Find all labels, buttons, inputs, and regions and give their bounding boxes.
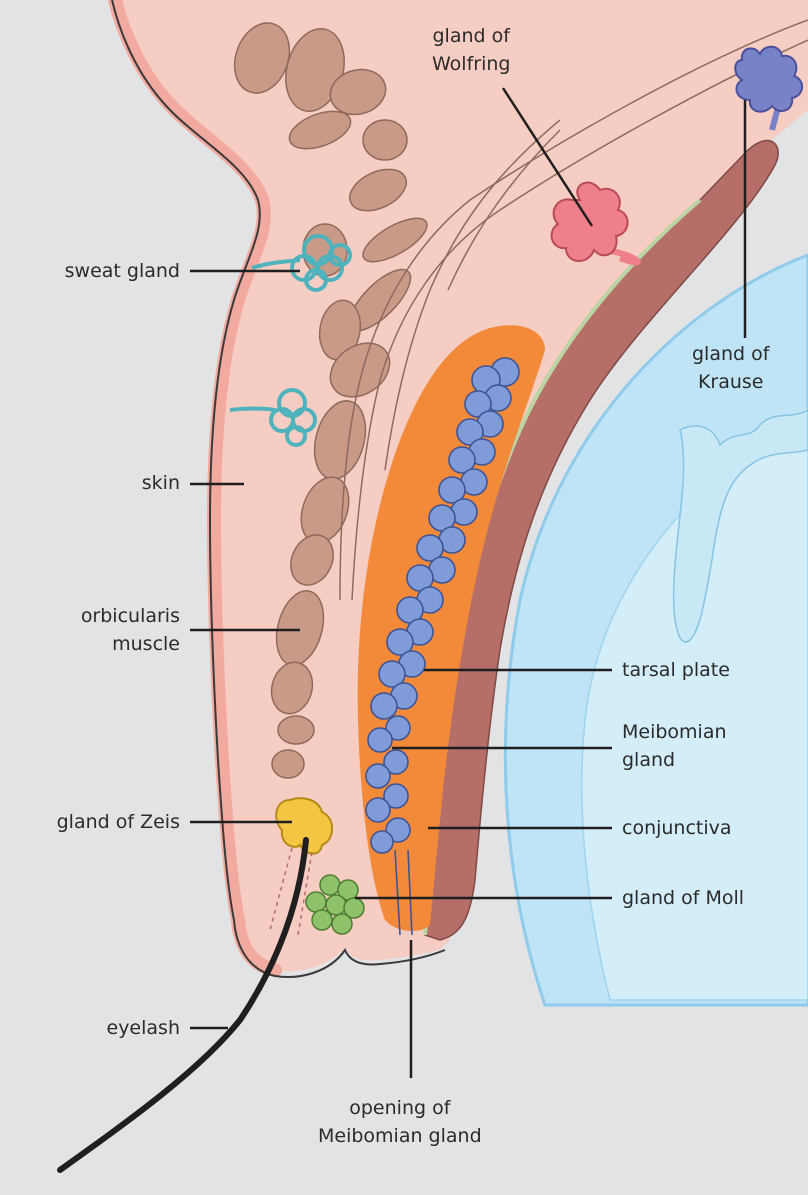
label-eyelash: eyelash: [107, 1014, 181, 1042]
label-tarsal-plate-text: tarsal plate: [622, 656, 730, 684]
label-gland-of-krause-line2: Krause: [692, 368, 769, 396]
label-gland-of-moll-text: gland of Moll: [622, 884, 744, 912]
label-meibomian-gland: Meibomian gland: [622, 718, 727, 774]
label-opening-line2: Meibomian gland: [318, 1122, 482, 1150]
label-gland-of-wolfring: gland of Wolfring: [432, 22, 510, 78]
label-gland-of-zeis-text: gland of Zeis: [57, 808, 180, 836]
label-gland-of-wolfring-line2: Wolfring: [432, 50, 510, 78]
label-conjunctiva-text: conjunctiva: [622, 814, 732, 842]
label-gland-of-zeis: gland of Zeis: [57, 808, 180, 836]
label-gland-of-krause: gland of Krause: [692, 340, 769, 396]
label-gland-of-krause-line1: gland of: [692, 340, 769, 368]
label-gland-of-wolfring-line1: gland of: [432, 22, 510, 50]
label-skin: skin: [142, 469, 180, 497]
label-orbicularis-line2: muscle: [81, 630, 180, 658]
label-orbicularis-line1: orbicularis: [81, 602, 180, 630]
label-skin-text: skin: [142, 469, 180, 497]
label-tarsal-plate: tarsal plate: [622, 656, 730, 684]
label-orbicularis-muscle: orbicularis muscle: [81, 602, 180, 658]
label-gland-of-moll: gland of Moll: [622, 884, 744, 912]
label-meibomian-line2: gland: [622, 746, 727, 774]
label-conjunctiva: conjunctiva: [622, 814, 732, 842]
label-opening-line1: opening of: [318, 1094, 482, 1122]
label-meibomian-line1: Meibomian: [622, 718, 727, 746]
label-eyelash-text: eyelash: [107, 1014, 181, 1042]
label-sweat-gland: sweat gland: [65, 257, 180, 285]
label-sweat-gland-text: sweat gland: [65, 257, 180, 285]
label-opening-of-meibomian-gland: opening of Meibomian gland: [318, 1094, 482, 1150]
